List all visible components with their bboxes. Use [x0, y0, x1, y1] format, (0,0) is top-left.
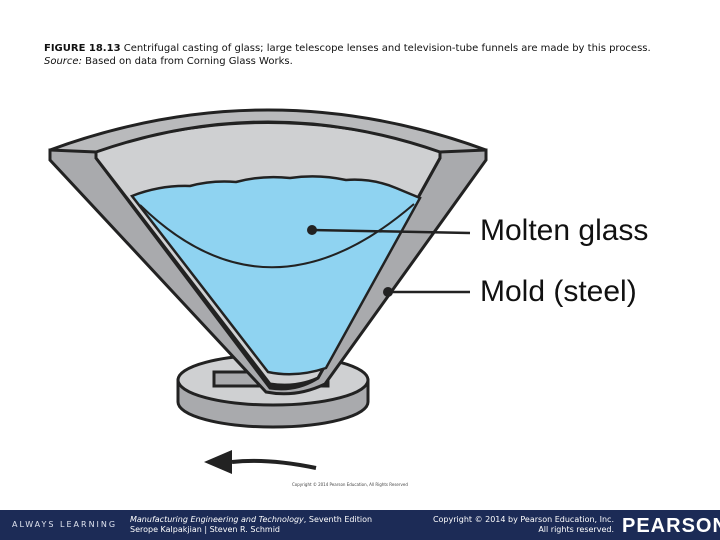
molten-glass-label: Molten glass [480, 214, 649, 247]
caption-source-text: Based on data from Corning Glass Works. [81, 56, 293, 67]
molten-glass-leader [307, 225, 471, 235]
copyright-notice: Copyright © 2014 by Pearson Education, I… [412, 515, 614, 535]
caption-text: Centrifugal casting of glass; large tele… [120, 43, 651, 54]
footer-bar: ALWAYS LEARNING Manufacturing Engineerin… [0, 510, 720, 540]
mold-steel-label: Mold (steel) [480, 275, 637, 308]
centrifugal-casting-diagram [48, 108, 488, 474]
copyright-line-1: Copyright © 2014 by Pearson Education, I… [432, 515, 614, 524]
book-authors: Serope Kalpakjian | Steven R. Schmid [130, 525, 280, 534]
figure-caption: FIGURE 18.13 Centrifugal casting of glas… [44, 42, 684, 68]
rotation-arrow [204, 450, 317, 474]
pearson-logo: PEARSON [622, 515, 720, 537]
caption-source-label: Source: [44, 56, 82, 67]
book-title: Manufacturing Engineering and Technology [130, 515, 304, 524]
figure-number: FIGURE 18.13 [44, 43, 121, 54]
always-learning-brand: ALWAYS LEARNING [12, 520, 118, 529]
book-reference: Manufacturing Engineering and Technology… [130, 515, 372, 535]
glass-paraboloid-curve [139, 203, 415, 269]
copyright-line-2: All rights reserved. [538, 525, 614, 534]
mold-leader [383, 287, 470, 297]
figure-credit: Copyright © 2014 Pearson Education, All … [292, 482, 408, 487]
molten-glass-surface [129, 175, 422, 376]
mold-rim [49, 108, 487, 154]
book-edition: , Seventh Edition [303, 515, 373, 524]
